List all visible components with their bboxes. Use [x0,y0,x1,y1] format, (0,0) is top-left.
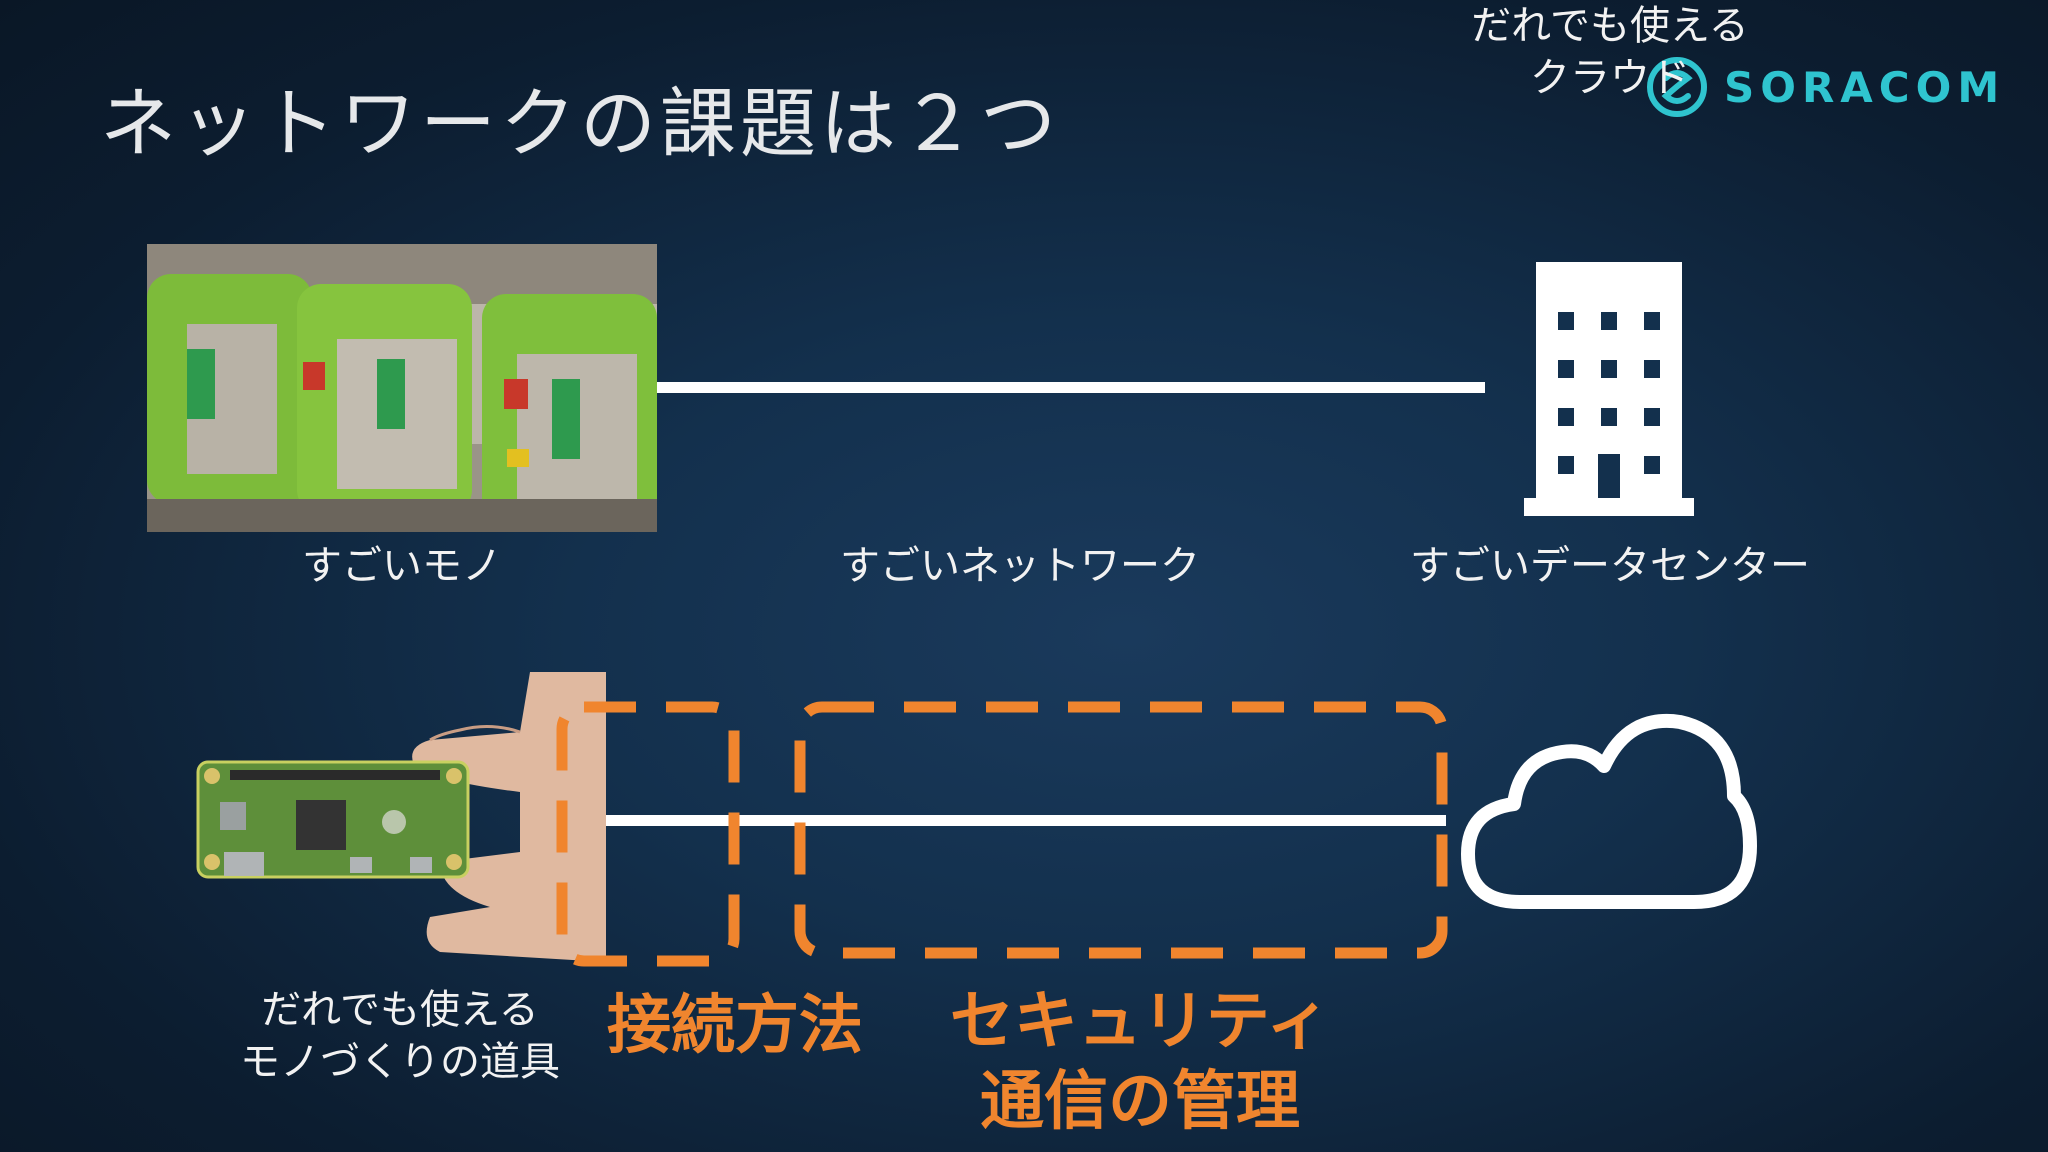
top-network-line [657,382,1485,393]
maker-tool-caption-line2: モノづくりの道具 [240,1039,560,1085]
cloud-caption-line1: だれでも使える [1471,3,1749,49]
cloud-caption-line2: クラウド [1530,55,1690,101]
datacenter-caption: すごいデータセンター [1410,543,1810,589]
security-management-box [794,701,1448,959]
soracom-logo-icon [1647,57,1707,117]
raspberry-pi-photo [190,672,606,962]
slide-title: ネットワークの課題は２つ [100,79,1060,168]
maker-tool-caption: だれでも使える モノづくりの道具 [210,984,590,1088]
thing-caption: すごいモノ [302,543,502,589]
bottom-network-line [606,815,1446,826]
cloud-caption: だれでも使える クラウド [1420,0,1800,104]
security-label-line2: 通信の管理 [980,1065,1300,1139]
network-caption: すごいネットワーク [840,543,1200,589]
security-label-line1: セキュリティ [949,985,1331,1059]
cloud-icon [1461,714,1757,909]
maker-tool-caption-line1: だれでも使える [261,987,539,1033]
logo-text: SORACOM [1724,62,2006,112]
building-icon [1524,262,1694,516]
soracom-logo: SORACOM [1646,56,2005,118]
connection-method-label: 接続方法 [607,989,863,1063]
security-label: セキュリティ 通信の管理 [920,982,1360,1142]
ticket-gate-photo [147,244,657,532]
connection-method-box [556,701,740,967]
